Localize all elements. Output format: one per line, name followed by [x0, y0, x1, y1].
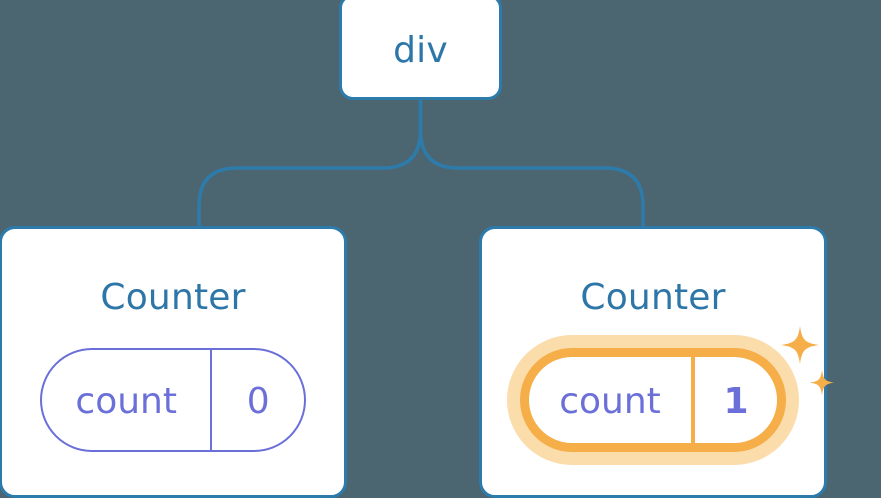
- state-pill-right-wrapper: count 1: [507, 326, 834, 465]
- state-pill-right-value: 1: [723, 380, 749, 422]
- state-pill-right-key: count: [559, 380, 661, 422]
- state-pill-left-value-cell: 0: [212, 350, 304, 450]
- state-pill-left[interactable]: count 0: [40, 348, 306, 452]
- node-div-label: div: [393, 29, 448, 71]
- node-counter-left[interactable]: Counter count 0: [0, 226, 347, 498]
- state-pill-left-key-cell: count: [42, 350, 213, 450]
- state-pill-right-key-cell: count: [529, 357, 695, 443]
- node-div[interactable]: div: [339, 0, 502, 100]
- state-pill-left-key: count: [75, 380, 177, 422]
- state-pill-right[interactable]: count 1: [520, 348, 786, 452]
- state-pill-left-wrapper: count 0: [40, 348, 306, 452]
- state-pill-right-value-cell: 1: [695, 357, 777, 443]
- node-counter-right-title: Counter: [580, 277, 726, 318]
- state-pill-left-value: 0: [246, 380, 270, 422]
- sparkle-large-icon: [781, 326, 819, 364]
- node-counter-left-title: Counter: [100, 277, 246, 318]
- node-counter-right[interactable]: Counter count 1: [479, 226, 834, 498]
